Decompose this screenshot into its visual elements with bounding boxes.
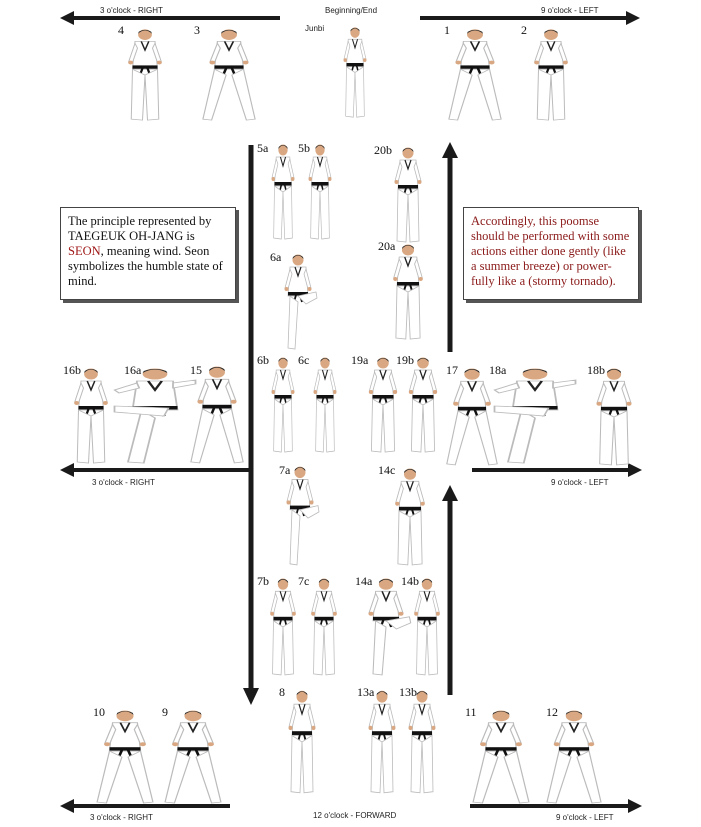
figure-16b bbox=[74, 368, 108, 464]
step-number-11: 11 bbox=[465, 705, 477, 719]
step-number-6a: 6a bbox=[270, 250, 282, 264]
direction-label-left-mid: 9 o'clock - LEFT bbox=[551, 478, 609, 487]
figure-19b bbox=[408, 357, 438, 453]
principle-line-2: TAEGEUK OH-JANG is bbox=[68, 229, 195, 243]
step-number-18b: 18b bbox=[587, 363, 605, 377]
step-number-17: 17 bbox=[446, 363, 458, 377]
figure-10 bbox=[96, 710, 154, 804]
advice-line-4: a summer breeze) or power- bbox=[471, 259, 612, 273]
advice-line-2: should be performed with some bbox=[471, 229, 630, 243]
direction-label-left-bottom: 9 o'clock - LEFT bbox=[556, 813, 614, 822]
beginning-end-label: Beginning/End bbox=[325, 6, 378, 15]
arrow-left-mid bbox=[472, 463, 642, 477]
principle-line-1: The principle represented by bbox=[68, 214, 212, 228]
arrow-right-mid bbox=[60, 463, 252, 477]
figure-junbi bbox=[343, 27, 367, 118]
principle-line-5: mind. bbox=[68, 274, 97, 288]
step-number-7c: 7c bbox=[298, 574, 310, 588]
figure-2 bbox=[534, 29, 568, 121]
step-number-14c: 14c bbox=[378, 463, 396, 477]
figure-18a bbox=[493, 368, 577, 464]
figure-6b bbox=[271, 357, 295, 453]
advice-box: Accordingly, this poomse should be perfo… bbox=[463, 207, 639, 300]
arrow-up-right-column-bottom bbox=[442, 485, 458, 695]
step-number-19b: 19b bbox=[396, 353, 414, 367]
step-number-2: 2 bbox=[521, 23, 527, 37]
step-number-20a: 20a bbox=[378, 239, 396, 253]
figure-7b bbox=[270, 578, 296, 676]
step-number-20b: 20b bbox=[374, 143, 392, 157]
principle-line-4: symbolizes the humble state of bbox=[68, 259, 223, 273]
figure-13b bbox=[408, 690, 436, 794]
principle-line-3-rest: , meaning wind. Seon bbox=[100, 244, 210, 258]
step-number-3: 3 bbox=[194, 23, 200, 37]
step-number-19a: 19a bbox=[351, 353, 369, 367]
step-number-6c: 6c bbox=[298, 353, 310, 367]
figure-7a bbox=[286, 466, 320, 566]
advice-line-3: actions either done gently (like bbox=[471, 244, 626, 258]
figure-14a bbox=[368, 578, 412, 676]
figure-14c bbox=[395, 468, 425, 566]
arrow-down-left-column bbox=[243, 145, 259, 705]
arrow-left-top bbox=[420, 11, 640, 25]
figure-6c bbox=[313, 357, 337, 453]
advice-line-1: Accordingly, this poomse bbox=[471, 214, 599, 228]
step-number-14b: 14b bbox=[401, 574, 419, 588]
advice-line-5: fully like a (stormy tornado). bbox=[471, 274, 616, 288]
step-number-12: 12 bbox=[546, 705, 558, 719]
figure-19a bbox=[368, 357, 398, 453]
step-number-16a: 16a bbox=[124, 363, 142, 377]
figure-15 bbox=[190, 366, 244, 464]
arrow-right-bottom bbox=[60, 799, 230, 813]
figure-5a bbox=[271, 144, 295, 240]
arrow-up-right-column-top bbox=[442, 142, 458, 352]
figure-13a bbox=[368, 690, 396, 794]
step-number-13a: 13a bbox=[357, 685, 375, 699]
arrow-right-top bbox=[60, 11, 280, 25]
step-number-16b: 16b bbox=[63, 363, 81, 377]
direction-label-right-bottom: 3 o'clock - RIGHT bbox=[90, 813, 153, 822]
step-number-1: 1 bbox=[444, 23, 450, 37]
figure-14b bbox=[414, 578, 440, 676]
step-number-9: 9 bbox=[162, 705, 168, 719]
figure-20b bbox=[394, 147, 422, 243]
figure-6a bbox=[284, 254, 318, 350]
step-number-10: 10 bbox=[93, 705, 105, 719]
step-number-5a: 5a bbox=[257, 141, 269, 155]
step-number-6b: 6b bbox=[257, 353, 269, 367]
figure-4 bbox=[128, 29, 162, 121]
step-number-18a: 18a bbox=[489, 363, 507, 377]
step-number-14a: 14a bbox=[355, 574, 373, 588]
arrow-left-bottom bbox=[470, 799, 642, 813]
figure-7c bbox=[311, 578, 337, 676]
step-number-15: 15 bbox=[190, 363, 202, 377]
figure-9 bbox=[164, 710, 222, 804]
figure-17 bbox=[446, 368, 498, 466]
step-number-8: 8 bbox=[279, 685, 285, 699]
figure-11 bbox=[472, 710, 530, 804]
forward-label: 12 o'clock - FORWARD bbox=[313, 811, 397, 820]
figure-1 bbox=[448, 29, 502, 121]
figure-5b bbox=[308, 144, 332, 240]
principle-box: The principle represented by TAEGEUK OH-… bbox=[60, 207, 236, 300]
principle-line-3: SEON, meaning wind. Seon bbox=[68, 244, 228, 259]
direction-label-right-mid: 3 o'clock - RIGHT bbox=[92, 478, 155, 487]
figure-20a bbox=[393, 244, 423, 340]
junbi-label: Junbi bbox=[305, 24, 325, 33]
seon-term: SEON bbox=[68, 244, 101, 258]
direction-label-left-top: 9 o'clock - LEFT bbox=[541, 6, 599, 15]
figure-18b bbox=[596, 368, 632, 466]
figure-8 bbox=[288, 690, 316, 794]
step-number-4: 4 bbox=[118, 23, 124, 37]
step-number-7b: 7b bbox=[257, 574, 269, 588]
step-number-5b: 5b bbox=[298, 141, 310, 155]
step-number-13b: 13b bbox=[399, 685, 417, 699]
direction-label-right-top: 3 o'clock - RIGHT bbox=[100, 6, 163, 15]
figure-16a bbox=[113, 368, 197, 464]
figure-3 bbox=[202, 29, 256, 121]
figure-12 bbox=[546, 710, 602, 804]
step-number-7a: 7a bbox=[279, 463, 291, 477]
